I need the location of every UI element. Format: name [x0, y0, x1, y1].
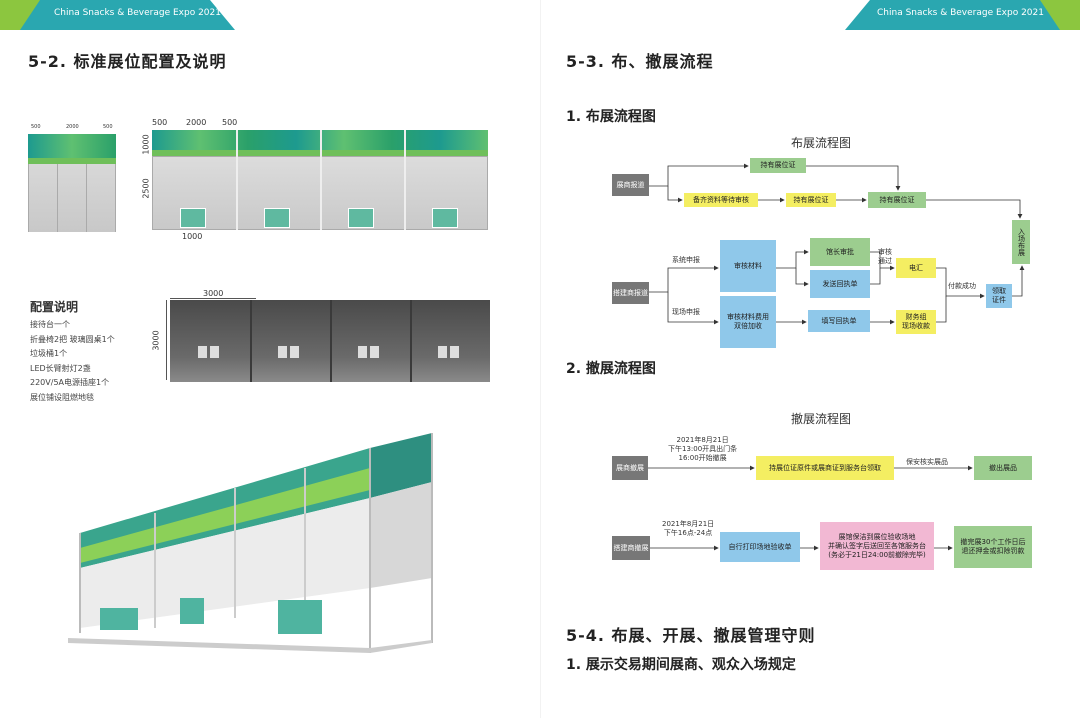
small-booth-band: [28, 158, 116, 164]
small-booth-wall: [28, 164, 116, 232]
dim-small-left: 500: [31, 124, 41, 130]
dim-small-right: 500: [103, 124, 113, 130]
dim-top-mid: 2000: [186, 118, 207, 127]
dim-top-left: 500: [152, 118, 168, 127]
flow-builder-teardown: 搭建商撤展: [612, 536, 650, 560]
flow-exhibitor-teardown: 展商撤展: [612, 456, 648, 480]
page-divider: [540, 0, 541, 718]
header-banner-left: [0, 0, 235, 30]
dim-desk-width: 1000: [182, 232, 203, 241]
config-list: 接待台一个 折叠椅2把 玻璃圆桌1个 垃圾桶1个 LED长臂射灯2盏 220V/…: [30, 318, 115, 405]
config-item: 垃圾桶1个: [30, 349, 68, 358]
flow-exit-pass: 持展位证原件或展商证到服务台领取: [756, 456, 894, 480]
flow-print-inspection: 自行打印场地验收单: [720, 532, 800, 562]
reception-desk: [264, 208, 290, 228]
config-item: 展位铺设阻燃地毯: [30, 392, 94, 402]
reception-desk: [180, 208, 206, 228]
flow-enter-setup: 入场布展: [1012, 220, 1030, 264]
subtitle-teardown-flow: 2. 撤展流程图: [566, 361, 656, 377]
flow-hall-approval: 馆长审批: [810, 238, 870, 266]
label-site-apply: 现场申报: [672, 308, 700, 316]
flow-has-pass-top: 持有展位证: [750, 158, 806, 173]
small-booth-drawing: 500 2000 500: [28, 124, 120, 232]
reception-desk: [348, 208, 374, 228]
small-booth-fascia: [28, 134, 116, 158]
config-item: LED长臂射灯2盏: [30, 363, 91, 373]
section-title-5-2: 5-2. 标准展位配置及说明: [28, 52, 227, 71]
flow-has-pass-mid: 持有展位证: [786, 193, 836, 207]
flow-exhibitor-checkin: 展商报道: [612, 174, 649, 196]
chart-title-setup: 布展流程图: [791, 136, 852, 150]
flow-finance-onsite: 财务组 现场收款: [896, 310, 936, 334]
flow-builder-checkin: 搭建商报道: [612, 282, 649, 304]
dim-top-right: 500: [222, 118, 238, 127]
flow-send-receipt: 发送回执单: [810, 270, 870, 298]
flow-wire-transfer: 电汇: [896, 258, 936, 278]
subtitle-entry-rules: 1. 展示交易期间展商、观众入场规定: [566, 657, 796, 673]
config-item: 接待台一个: [30, 320, 70, 329]
label-payment-success: 付款成功: [948, 282, 976, 290]
subtitle-setup-flow: 1. 布展流程图: [566, 109, 656, 125]
chart-title-teardown: 撤展流程图: [791, 412, 852, 426]
label-security-check: 保安核实展品: [906, 458, 948, 466]
flow-review-double-fee: 审核材料费用 双倍加收: [720, 296, 776, 348]
booth-3d-render: [68, 433, 433, 653]
flow-remove-exhibits: 撤出展品: [974, 456, 1032, 480]
dim-small-mid: 2000: [66, 124, 79, 130]
flow-review-materials: 审核材料: [720, 240, 776, 292]
booth-row-drawing: 500 2000 500 1000 2500 750 1000: [142, 118, 490, 241]
label-teardown-time-1: 2021年8月21日 下午13:00开具出门条 16:00开始撤展: [668, 436, 738, 462]
reception-desk: [432, 208, 458, 228]
header-text-right: China Snacks & Beverage Expo 2021: [877, 8, 1044, 18]
flow-venue-inspection: 展馆保洁到展位验收场地 并确认签字后送回至各馆服务台 (务必于21日24:00前…: [820, 522, 934, 570]
flow-has-pass-right: 持有展位证: [868, 192, 926, 208]
photo-dim-width: 3000: [203, 289, 224, 298]
section-title-5-3: 5-3. 布、撤展流程: [566, 52, 714, 71]
flow-prepare-docs: 备齐资料等待审核: [684, 193, 758, 207]
flow-collect-pass: 领取 证件: [986, 284, 1012, 308]
config-item: 220V/5A电源插座1个: [30, 378, 110, 387]
config-item: 折叠椅2把 玻璃圆桌1个: [30, 334, 115, 344]
flow-deposit-refund: 撤完展30个工作日后 退还押金或扣除罚款: [954, 526, 1032, 568]
header-banner-right: [845, 0, 1080, 30]
header-text-left: China Snacks & Beverage Expo 2021: [54, 8, 221, 18]
section-title-5-4: 5-4. 布展、开展、撤展管理守则: [566, 626, 816, 645]
label-approved: 审核 通过: [878, 248, 892, 265]
flow-fill-receipt: 填写回执单: [808, 310, 870, 332]
booth-interior-photo: [170, 300, 490, 382]
label-teardown-time-2: 2021年8月21日 下午16点-24点: [662, 520, 715, 537]
label-system-apply: 系统申报: [672, 256, 700, 264]
config-title: 配置说明: [30, 300, 79, 314]
